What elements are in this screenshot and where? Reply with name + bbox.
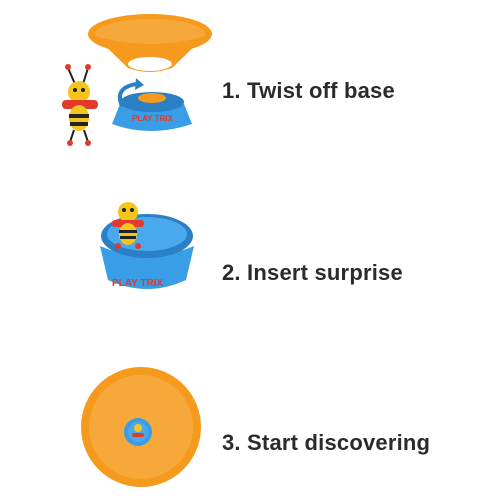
- twist-off-base-illustration: PLAY TRIX: [50, 6, 220, 156]
- start-discovering-illustration: [76, 362, 206, 492]
- step-1-label: 1. Twist off base: [222, 78, 395, 103]
- bee-toy-icon: [62, 64, 98, 146]
- step-3: 3. Start discovering: [0, 350, 500, 500]
- brand-logo: PLAY TRIX: [112, 278, 163, 289]
- brand-logo: PLAY TRIX: [132, 114, 174, 123]
- step-1: PLAY TRIX 1.: [0, 0, 500, 170]
- insert-surprise-illustration: PLAY TRIX: [92, 188, 202, 308]
- step-2-label: 2. Insert surprise: [222, 260, 403, 285]
- bee-toy-icon: [112, 202, 144, 249]
- step-2: PLAY TRIX 2. Insert surprise: [0, 180, 500, 320]
- step-3-label: 3. Start discovering: [222, 430, 431, 455]
